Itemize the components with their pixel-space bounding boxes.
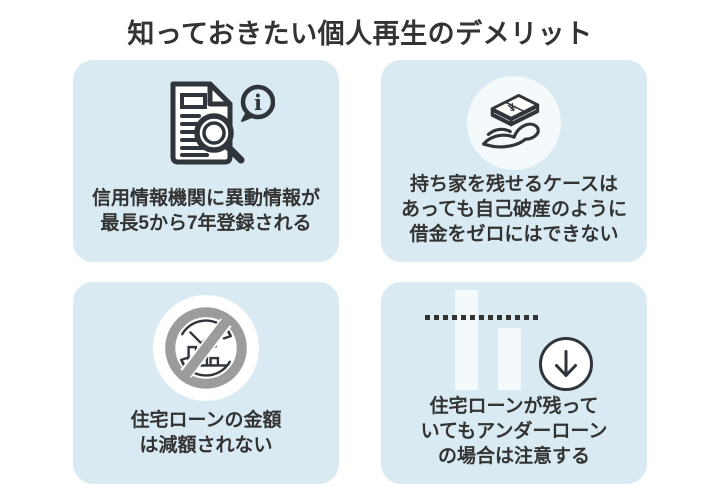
short-bar <box>498 328 521 390</box>
text-line: の場合は注意する <box>437 446 590 467</box>
document-search-info-svg: i <box>170 81 276 165</box>
text-line: 信用情報機関に異動情報が <box>91 188 320 209</box>
document-search-info-icon: i <box>157 76 276 171</box>
text-line: 借金をゼロにはできない <box>409 224 619 245</box>
banknote-stack-lines <box>491 100 539 124</box>
card-text: 住宅ローンが残って いてもアンダーローン の場合は注意する <box>381 394 647 469</box>
card-underloan-caution: 住宅ローンが残って いてもアンダーローン の場合は注意する <box>381 282 647 484</box>
info-bubble-icon: i <box>240 84 276 122</box>
svg-text:i: i <box>254 90 262 115</box>
text-line: 持ち家を残せるケースは <box>409 174 619 195</box>
card-text: 持ち家を残せるケースは あっても自己破産のように 借金をゼロにはできない <box>381 172 647 247</box>
magnifier-icon <box>194 113 245 164</box>
no-reduction-svg <box>165 307 247 389</box>
money-on-hand-svg: ¥ <box>482 94 540 149</box>
card-credit-info: i 信用情報機関に異動情報が 最長5から7年登録される <box>73 60 339 262</box>
no-reduction-chart-icon <box>153 295 259 401</box>
card-text: 住宅ローンの金額 は減額されない <box>73 408 339 458</box>
dotted-threshold-line <box>425 315 541 320</box>
page-title: 知っておきたい個人再生のデメリット <box>127 19 593 49</box>
tall-bar <box>455 290 478 390</box>
card-debt-not-zero: ¥ 持ち家を残せるケースは あっても自己破産のように 借金をゼロにはできない <box>381 60 647 262</box>
text-line: 住宅ローンが残って <box>429 396 599 417</box>
document-text-lines <box>180 114 209 157</box>
text-line: 最長5から7年登録される <box>100 213 312 234</box>
text-line: あっても自己破産のように <box>400 199 628 220</box>
text-line: 住宅ローンの金額 <box>130 410 282 431</box>
card-text: 信用情報機関に異動情報が 最長5から7年登録される <box>73 186 339 236</box>
yen-mark: ¥ <box>507 101 519 115</box>
document-header-box <box>180 93 207 109</box>
down-arrow-icon <box>538 336 594 392</box>
text-line: いてもアンダーローン <box>420 421 608 442</box>
prohibition-slash <box>178 313 234 383</box>
text-line: は減額されない <box>139 435 273 456</box>
open-hand-icon <box>482 122 540 149</box>
money-on-hand-icon: ¥ <box>467 76 561 170</box>
card-loan-not-reduced: 住宅ローンの金額 は減額されない <box>73 282 339 484</box>
